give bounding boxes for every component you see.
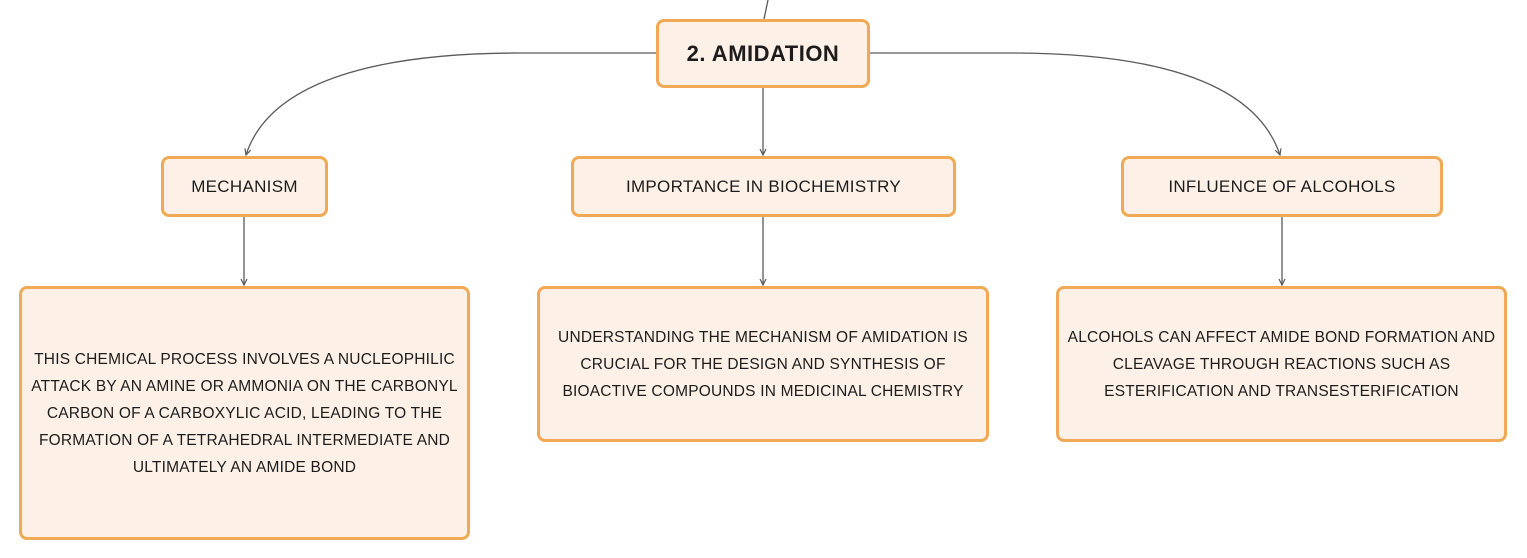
detail-node-text: THIS CHEMICAL PROCESS INVOLVES A NUCLEOP… — [31, 350, 458, 476]
detail-node-text: ALCOHOLS CAN AFFECT AMIDE BOND FORMATION… — [1067, 328, 1496, 400]
topic-node-influence-of-alcohols[interactable]: INFLUENCE OF ALCOHOLS — [1121, 156, 1443, 217]
connector-root-to-mechanism — [246, 52, 656, 155]
topic-node-mechanism[interactable]: MECHANISM — [161, 156, 328, 217]
detail-node-importance-in-biochemistry[interactable]: UNDERSTANDING THE MECHANISM OF AMIDATION… — [537, 286, 989, 442]
root-node-label: 2. AMIDATION — [686, 40, 840, 66]
root-node-amidation[interactable]: 2. AMIDATION — [656, 19, 870, 88]
detail-node-mechanism[interactable]: THIS CHEMICAL PROCESS INVOLVES A NUCLEOP… — [19, 286, 470, 540]
detail-node-influence-of-alcohols[interactable]: ALCOHOLS CAN AFFECT AMIDE BOND FORMATION… — [1056, 286, 1507, 442]
connector-incoming — [763, 0, 769, 20]
topic-node-importance-in-biochemistry[interactable]: IMPORTANCE IN BIOCHEMISTRY — [571, 156, 956, 217]
topic-node-label: IMPORTANCE IN BIOCHEMISTRY — [625, 176, 902, 196]
topic-node-label: MECHANISM — [191, 176, 298, 196]
connector-root-to-alcohols — [870, 52, 1280, 155]
topic-node-label: INFLUENCE OF ALCOHOLS — [1168, 176, 1396, 196]
detail-node-text: UNDERSTANDING THE MECHANISM OF AMIDATION… — [558, 328, 968, 400]
